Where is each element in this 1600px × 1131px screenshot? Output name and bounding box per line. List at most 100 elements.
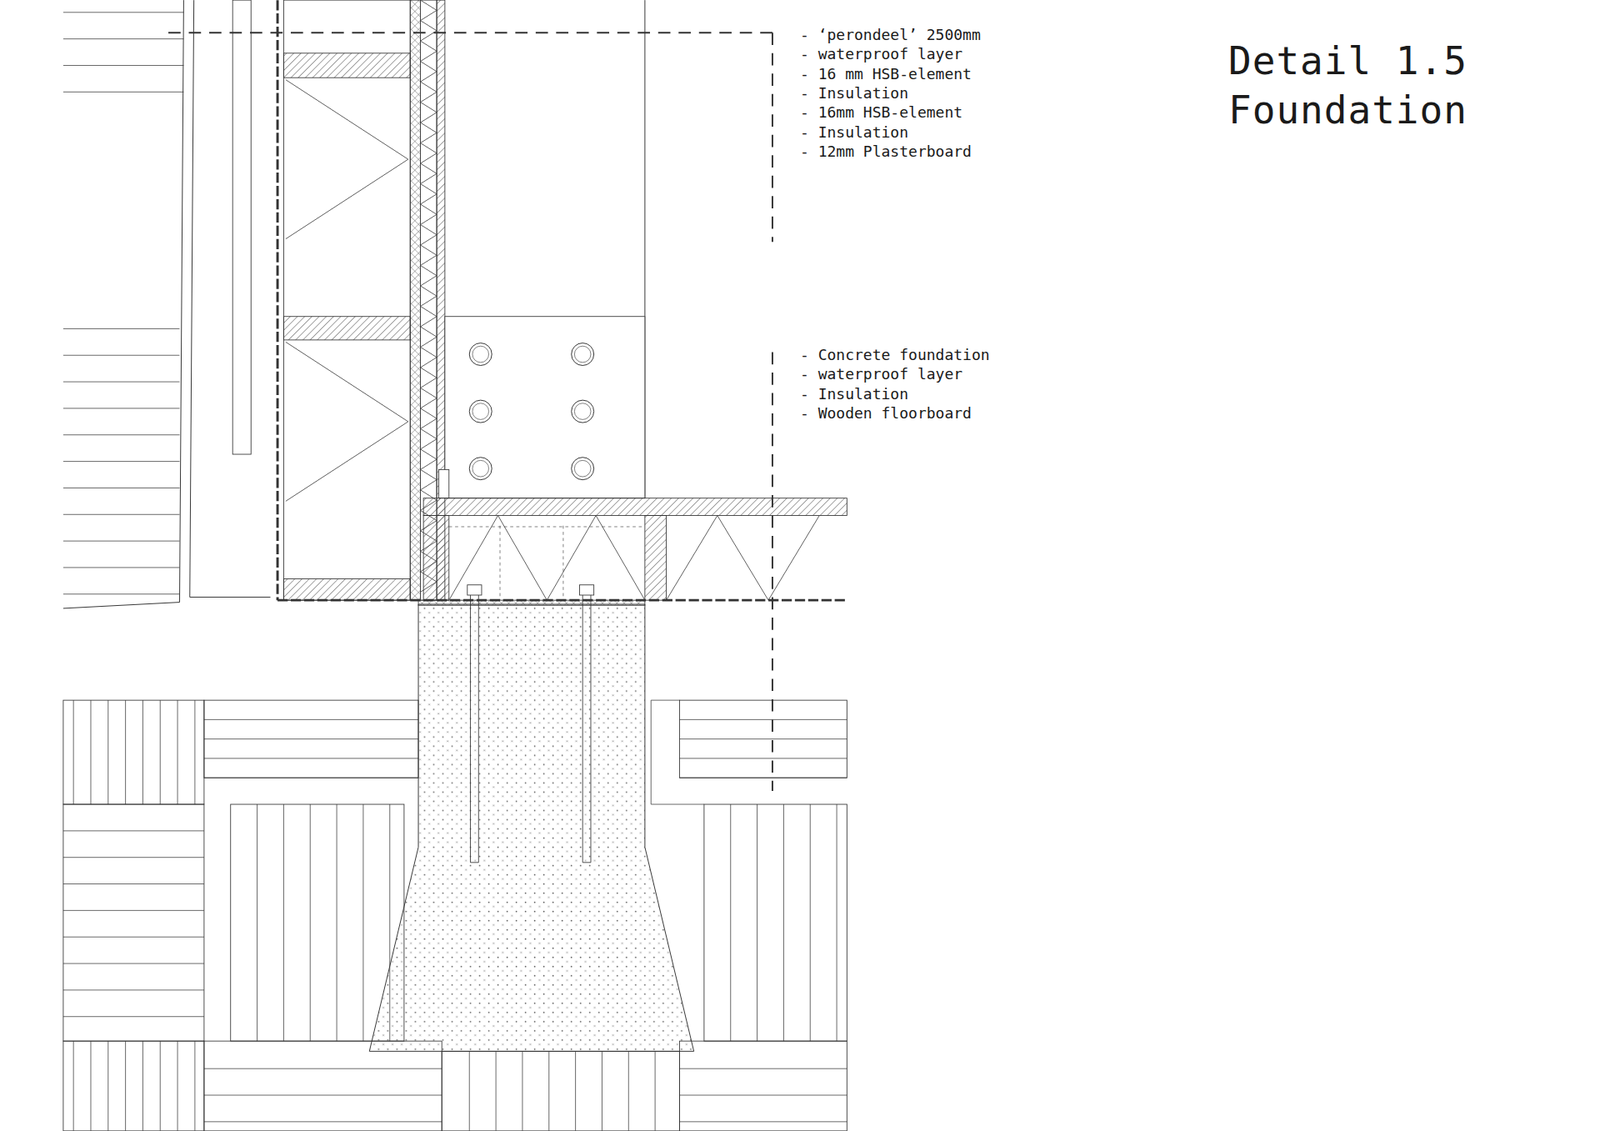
hidden-line — [449, 525, 645, 527]
bolt — [469, 400, 492, 423]
layer-label: - waterproof layer — [798, 364, 965, 384]
drawing-group — [63, 0, 847, 1131]
paver-line — [650, 700, 680, 701]
hidden-line — [562, 525, 564, 600]
cladding-line — [63, 328, 180, 330]
anchor-bolt — [582, 591, 584, 862]
paver-line — [680, 777, 848, 779]
cladding-line — [63, 514, 180, 515]
cladding-edge — [190, 0, 195, 597]
floorboard — [423, 498, 847, 516]
paver-line — [469, 1050, 470, 1131]
layer-label: - Insulation — [798, 384, 910, 404]
bolt — [469, 457, 492, 480]
paver-line — [204, 719, 419, 720]
paver-line — [204, 738, 419, 740]
detail-boundary — [168, 31, 773, 34]
paver-line — [810, 804, 811, 1041]
hsb-element — [410, 0, 420, 600]
cladding-line — [63, 38, 184, 40]
paver — [230, 804, 405, 1041]
paver-line — [204, 1068, 442, 1070]
bolt — [571, 400, 595, 423]
hidden-line — [500, 525, 501, 600]
paver-line — [336, 804, 338, 1041]
layer-label: - ‘perondeel’ 2500mm — [798, 25, 983, 45]
paver — [680, 700, 848, 778]
paver — [680, 1040, 848, 1131]
timber-block — [283, 316, 410, 340]
layer-label: - 16mm HSB-element — [798, 102, 965, 122]
timber-block — [423, 515, 450, 601]
anchor-bolt — [582, 861, 591, 863]
paver — [704, 804, 847, 1041]
paver-line — [680, 1068, 848, 1070]
paver-line — [63, 883, 205, 885]
drawing-title: Detail 1.5 Foundation — [1228, 36, 1495, 135]
anchor-nut — [580, 585, 595, 595]
layer-label: - Wooden floorboard — [798, 403, 974, 423]
timber-block — [283, 578, 410, 600]
paver-line — [680, 757, 848, 759]
cladding-line — [63, 434, 180, 435]
cladding-line — [63, 593, 180, 595]
paver-line — [204, 1120, 442, 1122]
paver — [204, 1040, 442, 1131]
paver-line — [650, 700, 652, 805]
paver-line — [655, 1050, 656, 1131]
cladding-edge — [63, 602, 180, 609]
paver-line — [628, 1050, 630, 1131]
paver-line — [756, 804, 758, 1041]
batten — [232, 0, 251, 455]
paver-line — [521, 1050, 523, 1131]
anchor-bolt — [470, 591, 471, 862]
paver-line — [63, 989, 205, 990]
paver — [204, 700, 419, 778]
paver-line — [495, 1050, 497, 1131]
paver-line — [177, 700, 179, 805]
paver-line — [63, 910, 205, 911]
insulation-zigzag — [285, 341, 409, 501]
paver-line — [63, 1015, 205, 1017]
steel-plate — [445, 316, 645, 499]
paver-line — [194, 1040, 195, 1131]
paver-line — [204, 1095, 442, 1096]
layer-label: - Insulation — [798, 83, 910, 103]
anchor-bolt — [470, 861, 479, 863]
concrete-foundation — [369, 604, 694, 1051]
insulation-zigzag — [666, 515, 820, 601]
layer-label: - 16 mm HSB-element — [798, 64, 974, 84]
cladding-edge — [190, 596, 271, 598]
paver-line — [177, 1040, 179, 1131]
paver-line — [204, 777, 419, 779]
paver-line — [142, 1040, 144, 1131]
layer-label: - waterproof layer — [798, 44, 965, 64]
cladding-line — [63, 566, 180, 568]
paver-line — [730, 804, 731, 1041]
paver-line — [601, 1050, 603, 1131]
paver-line — [283, 804, 285, 1041]
paver — [441, 1050, 680, 1131]
paver-line — [63, 936, 205, 938]
paver-line — [160, 700, 161, 805]
paver-line — [160, 1040, 161, 1131]
paver — [63, 804, 205, 1041]
layer-label: - Insulation — [798, 122, 910, 142]
layer-label: - 12mm Plasterboard — [798, 141, 974, 161]
paver-line — [204, 757, 419, 759]
anchor-bolt — [590, 591, 591, 862]
paver-line — [107, 1040, 109, 1131]
paver-line — [125, 1040, 126, 1131]
cladding-line — [63, 355, 180, 356]
paver-line — [63, 830, 205, 831]
bolt — [571, 343, 595, 366]
layer-label: - Concrete foundation — [798, 345, 992, 365]
timber-block — [645, 515, 667, 601]
paver-line — [575, 1050, 576, 1131]
cladding-line — [63, 487, 180, 489]
bolt — [574, 345, 591, 363]
cladding-line — [63, 11, 184, 13]
anchor-bolt — [478, 591, 480, 862]
paver-line — [90, 1040, 91, 1131]
cladding-line — [63, 460, 180, 462]
